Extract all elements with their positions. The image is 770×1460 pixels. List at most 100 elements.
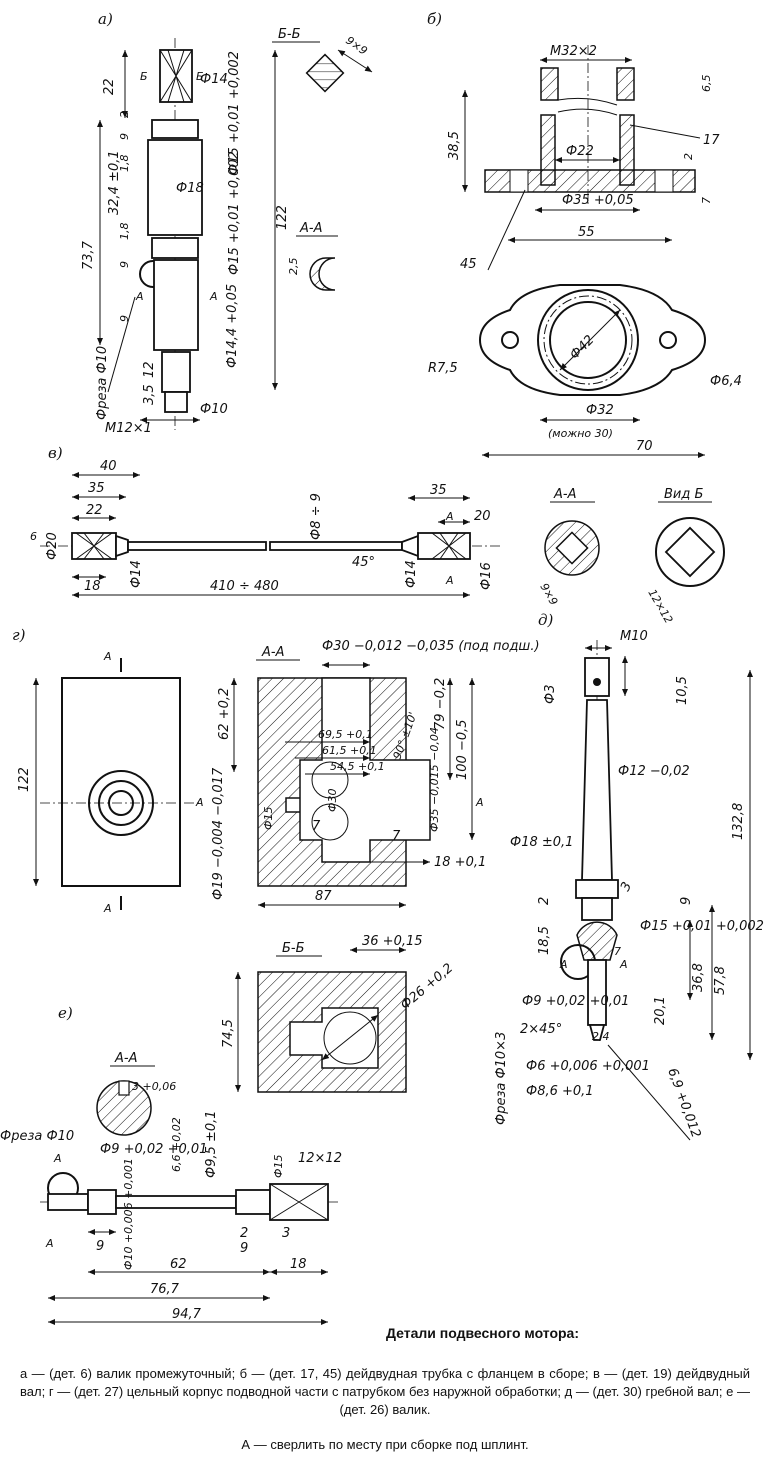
dimension-label: 79 −0,2 xyxy=(433,678,448,730)
dimension-label: 22 xyxy=(102,78,117,95)
dimension-label: 132,8 xyxy=(731,803,746,840)
dimension-label: 87 xyxy=(315,889,332,904)
b-hole-left xyxy=(501,331,519,349)
dimension-label: 45 xyxy=(460,257,477,272)
dimension-label: 62 xyxy=(170,1257,187,1272)
letter-d: д) xyxy=(538,611,554,629)
dimension-label: А xyxy=(53,1152,62,1165)
e-tip xyxy=(47,1193,89,1211)
dimension-label: Ф32 xyxy=(586,403,614,418)
dimension-label: 3,5 xyxy=(142,384,157,405)
dimension-label: 35 xyxy=(88,481,105,496)
dimension-label: 7 xyxy=(312,819,321,834)
dimension-label: Ф3 xyxy=(543,685,558,704)
letter-g: г) xyxy=(12,626,26,644)
dimension-label: Ф14,4 +0,05 xyxy=(225,284,240,368)
dimension-label: 57,8 xyxy=(713,966,728,995)
dimension-label: 55 xyxy=(578,225,595,240)
dimension-label: М10 xyxy=(620,629,648,644)
figure-caption: а — (дет. 6) валик промежуточный; б — (д… xyxy=(20,1366,750,1417)
dimension-label: 2 xyxy=(682,153,695,160)
a-journal-top xyxy=(151,119,199,139)
dimension-label: 40 xyxy=(100,459,117,474)
dimension-label: Ф15 +0,01 +0,002 xyxy=(227,51,242,175)
a-tip xyxy=(164,391,188,413)
dimension-label: 20 xyxy=(474,509,491,524)
letter-e: е) xyxy=(58,1004,73,1022)
dimension-label: Ф15 xyxy=(272,1155,285,1178)
dimension-label: Ф8 ÷ 9 xyxy=(309,493,324,540)
dimension-label: Б xyxy=(140,70,148,83)
dimension-label: 7 xyxy=(392,829,401,844)
dimension-label: А xyxy=(45,1237,54,1250)
section-aa-v: А-А xyxy=(553,487,576,502)
dimension-label: А xyxy=(619,958,628,971)
g-housing-front xyxy=(61,677,181,887)
dimension-label: 7 xyxy=(700,197,713,204)
dimension-label: 1,8 xyxy=(118,155,131,173)
dimension-label: 62 +0,2 xyxy=(217,688,232,740)
dimension-label: Ф15 +0,01 +0,002 xyxy=(227,151,242,275)
dimension-label: Ф9 +0,02 +0,01 xyxy=(100,1142,207,1157)
dimension-label: 12 xyxy=(142,361,157,378)
dimension-label: 10,5 xyxy=(675,676,690,705)
dimension-label: Ф35 +0,05 xyxy=(562,193,634,208)
a-section-slot xyxy=(309,257,336,291)
dimension-label: 9 xyxy=(118,133,131,140)
dimension-label: 1,8 xyxy=(118,223,131,241)
dimension-label: 6,5 xyxy=(700,75,713,93)
dimension-label: 9 xyxy=(240,1241,248,1256)
dimension-label: Ф12 −0,02 xyxy=(618,764,690,779)
dimension-label: Ф14 xyxy=(404,560,419,588)
dimension-label: 3 +0,06 xyxy=(132,1080,176,1093)
dimension-label: 73,7 xyxy=(81,240,96,270)
section-aa-a: А-А xyxy=(299,221,322,236)
dimension-label: 17 xyxy=(703,133,720,148)
dimension-label: 9 xyxy=(96,1239,104,1254)
dimension-label: Ф15 +0,01 +0,002 xyxy=(640,919,764,934)
dimension-label: 6,6 +0,02 xyxy=(170,1117,183,1172)
letter-b: б) xyxy=(427,10,442,28)
dimension-label: R7,5 xyxy=(428,361,458,376)
dimension-label: А xyxy=(475,796,484,809)
d-collar xyxy=(575,879,619,899)
letter-v: в) xyxy=(48,444,63,462)
d-tail xyxy=(587,959,607,1026)
dimension-label: 2,4 xyxy=(592,1030,610,1043)
dimension-label: 32,4 ±0,1 xyxy=(107,150,122,215)
dimension-label: 100 −0,5 xyxy=(455,719,470,780)
dimension-label: А xyxy=(103,902,112,915)
dimension-label: Ф19 −0,004 −0,017 xyxy=(211,767,226,900)
dimension-label: Ф15 xyxy=(262,807,275,830)
dimension-label: 54,5 +0,1 xyxy=(330,760,385,773)
part-e: е) А-А 3 +0,06 Ф9 +0,02 +0,01 6,6 +0,02 … xyxy=(0,1004,342,1325)
dimension-label: 18,5 xyxy=(537,926,552,955)
dimension-label: 45° xyxy=(352,555,375,570)
dimension-label: 22 xyxy=(86,503,103,518)
letter-a: а) xyxy=(98,10,113,28)
dimension-label: 76,7 xyxy=(150,1282,180,1297)
dimension-label: М32×2 xyxy=(550,44,597,59)
dimension-label: Ф22 xyxy=(566,144,594,159)
dimension-label: Б xyxy=(196,70,204,83)
dimension-label: А xyxy=(195,796,204,809)
dimension-label: Ф16 xyxy=(479,562,494,590)
dimension-label: Ф14 xyxy=(129,560,144,588)
dimension-label: 12×12 xyxy=(645,587,675,626)
v-shaft xyxy=(127,541,267,551)
dimension-label: Ф18 xyxy=(176,181,204,196)
section-aa-g: А-А xyxy=(261,645,284,660)
dimension-label: 94,7 xyxy=(172,1307,202,1322)
figure-title: Детали подвесного мотора: xyxy=(386,1325,579,1341)
part-b: б) М32×2 38,5 Ф22 Ф35 +0,05 55 6,5 2 7 1… xyxy=(427,10,742,458)
dimension-label: Ф14 xyxy=(200,72,228,87)
a-journal-mid xyxy=(151,237,199,259)
dimension-label: А xyxy=(209,290,218,303)
part-v: в) 40 35 22 18 6 Ф20 Ф14 Ф8 ÷ 9 410 ÷ 48… xyxy=(30,444,725,626)
dimension-label: 12×12 xyxy=(298,1151,342,1166)
dimension-label: А xyxy=(445,574,454,587)
dimension-label: Ф10 +0,006 +0,001 xyxy=(122,1158,135,1270)
dimension-label: 35 xyxy=(430,483,447,498)
dimension-label: Ф8,6 +0,1 xyxy=(526,1084,594,1099)
dimension-label: 2 xyxy=(118,111,131,118)
